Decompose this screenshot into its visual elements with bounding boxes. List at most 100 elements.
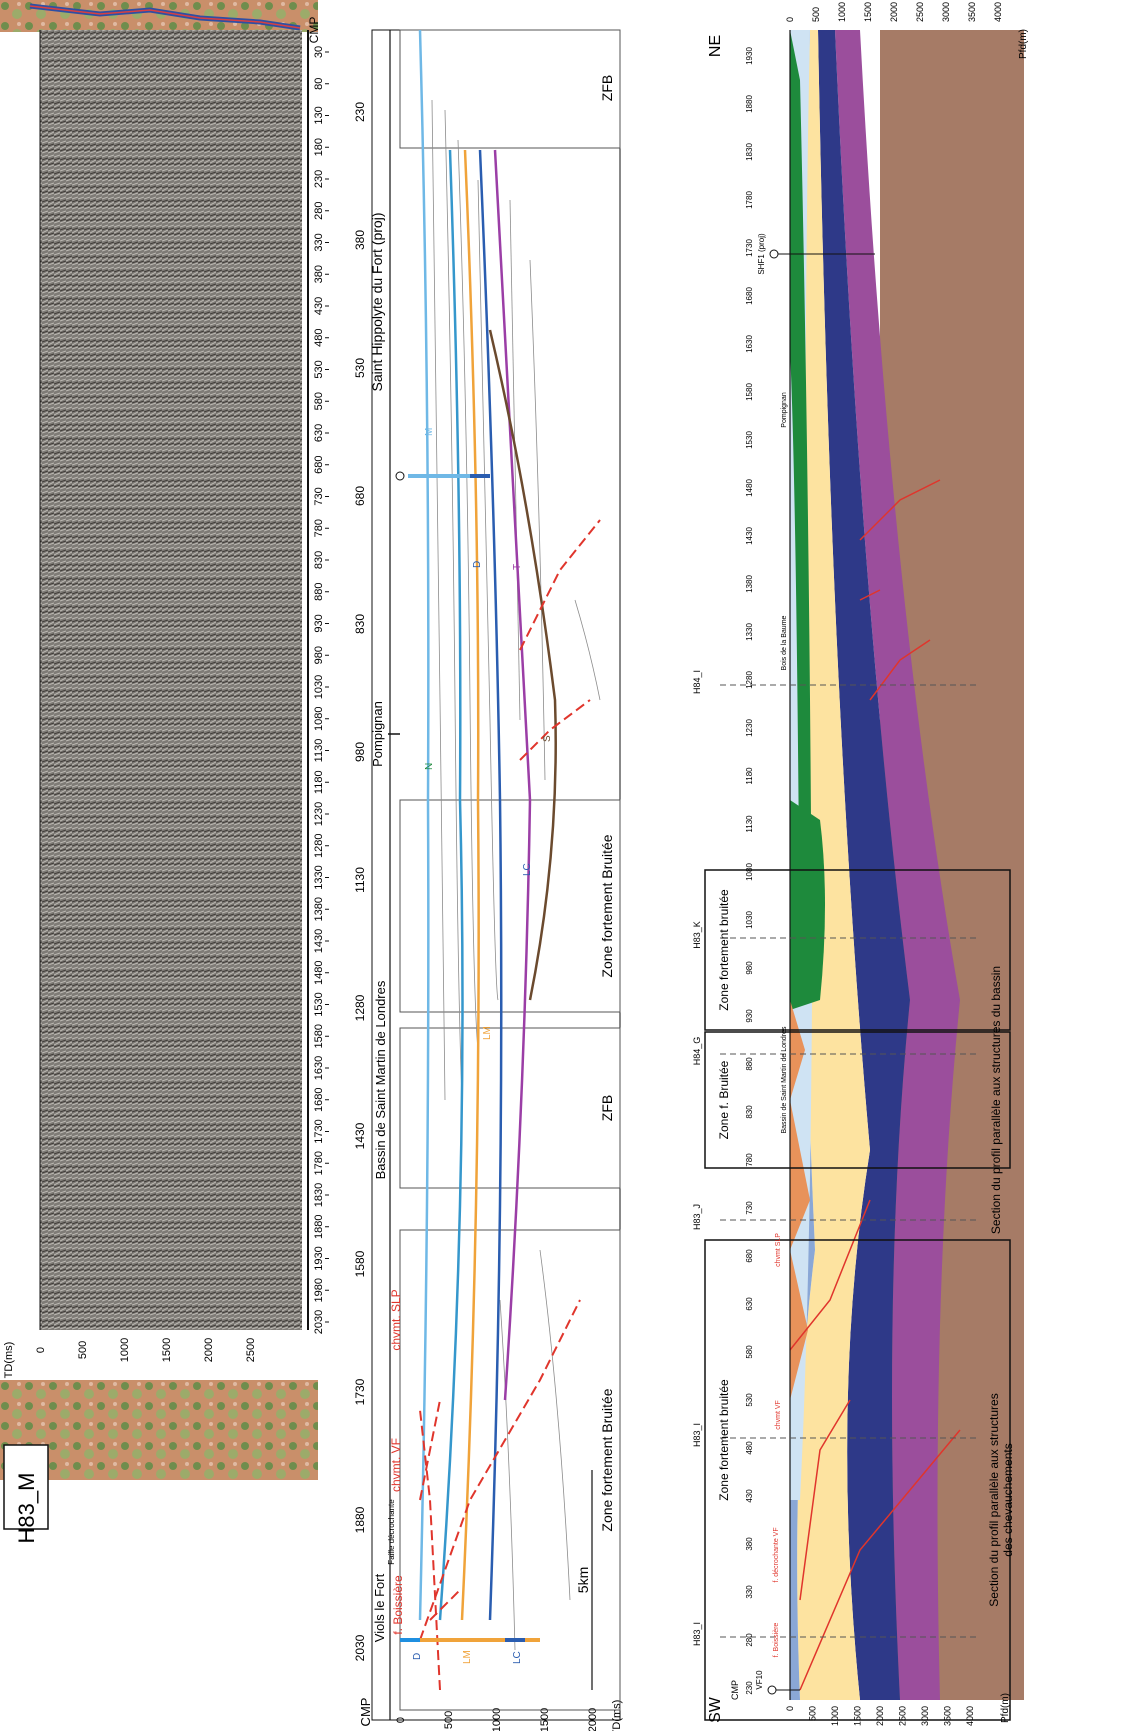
tick-label: 1130 — [313, 739, 325, 763]
well-vf10-marker — [767, 1685, 777, 1695]
tick-label: 1880 — [745, 95, 754, 113]
horizon-LM — [438, 149, 464, 1621]
tick-label: 1500 — [161, 1338, 173, 1362]
tick-label: 1880 — [353, 1506, 367, 1533]
label-vf: chvmt VF — [775, 1400, 782, 1430]
tick-label: 530 — [745, 1393, 754, 1407]
tick-label: 1630 — [745, 335, 754, 353]
tick-label: 780 — [313, 519, 325, 537]
tick-label: 0 — [395, 1717, 407, 1723]
top-axis-label: Pfd(m) — [1018, 29, 1029, 59]
caption-chev-2: des chevauchements — [1001, 1443, 1015, 1556]
label-bassin: Bassin de Saint Martin de Londres — [781, 1026, 788, 1134]
profile-label: H83_I — [692, 1622, 702, 1646]
zone-box-bruitee-sw — [399, 1229, 621, 1711]
tick-label: 2500 — [915, 2, 925, 22]
label-slp: chvmt SLP — [775, 1233, 782, 1267]
tick-label: 1030 — [745, 911, 754, 929]
location-map-inset — [0, 0, 318, 32]
td-axis-label: TD(ms) — [611, 1700, 623, 1731]
tick-label: 1530 — [745, 431, 754, 449]
tick-label: 1580 — [353, 1250, 367, 1277]
layer-orange — [790, 1000, 810, 1400]
tick-label: 380 — [745, 1537, 754, 1551]
tick-label: 1680 — [313, 1088, 325, 1112]
tick-label: 1000 — [491, 1708, 503, 1731]
panel-c-depth-section: 1930188018301780173016801630158015301480… — [692, 2, 1029, 1726]
seismic-image — [40, 30, 302, 1330]
tick-label: 380 — [353, 230, 367, 250]
tick-label: 1330 — [313, 865, 325, 889]
tick-label: 2000 — [875, 1706, 885, 1726]
tick-label: 1730 — [745, 239, 754, 257]
zone-fb1-label: Zone fortement bruitée — [717, 1379, 731, 1501]
orientation-sw: SW — [707, 1696, 724, 1723]
label-pompignan: Pompignan — [781, 392, 788, 428]
panel-a-seismic: H83_M CMP 308013018023028033038043048053… — [0, 0, 329, 1543]
horizon-D — [478, 149, 503, 1621]
cmp-tick-labels: 1930188018301780173016801630158015301480… — [745, 47, 754, 1695]
zone-box-zfb-ne — [399, 29, 621, 149]
tick-label: 3000 — [920, 1706, 930, 1726]
svg-text:T: T — [512, 564, 523, 570]
tick-label: 1830 — [313, 1183, 325, 1207]
label-bois: Bois de la Baume — [781, 615, 788, 670]
horizon-M — [418, 29, 430, 1621]
tick-label: 880 — [313, 583, 325, 601]
tick-label: 980 — [745, 961, 754, 975]
tick-label: 500 — [443, 1711, 455, 1729]
cmp-tick-labels: 2303805306808309801130128014301580173018… — [353, 102, 367, 1662]
tick-label: 1680 — [745, 287, 754, 305]
layer-T — [835, 30, 960, 1700]
cmp-axis-label: CMP — [307, 17, 321, 44]
tick-label: 2500 — [898, 1706, 908, 1726]
svg-text:D: D — [472, 561, 483, 568]
tick-label: 2500 — [245, 1338, 257, 1362]
tick-label: 680 — [313, 456, 325, 474]
tick-label: 500 — [808, 1706, 818, 1721]
tick-label: 1180 — [313, 770, 325, 794]
tick-label: 230 — [313, 170, 325, 188]
tick-label: 830 — [745, 1105, 754, 1119]
tick-label: 480 — [313, 329, 325, 347]
tick-label: 330 — [745, 1585, 754, 1599]
tick-label: 2000 — [889, 2, 899, 22]
profile-label: H83_J — [692, 1204, 702, 1230]
tick-label: 1880 — [313, 1215, 325, 1239]
tick-label: 1780 — [745, 191, 754, 209]
caption-chev-1: Section du profil parallèle aux structur… — [987, 1393, 1001, 1606]
fault-decrochante: Faille décrochante — [387, 1499, 396, 1565]
td-axis-label: TD(ms) — [3, 1342, 15, 1379]
place-bassin: Bassin de Saint Martin de Londres — [373, 980, 388, 1179]
horizon-LC — [460, 149, 480, 1621]
cmp-axis-label: CMP — [730, 1680, 740, 1700]
tick-label: 580 — [745, 1345, 754, 1359]
zone-zfb-mid: ZFB — [599, 1095, 615, 1121]
caption-bassin: Section du profil parallèle aux structur… — [989, 966, 1003, 1234]
tick-label: 830 — [313, 551, 325, 569]
tick-label: 1480 — [745, 479, 754, 497]
zone-zfb-ne: ZFB — [599, 75, 615, 101]
svg-text:N: N — [424, 763, 435, 770]
fault-boissiere: f. Boissière — [391, 1575, 405, 1635]
tick-label: 130 — [313, 106, 325, 124]
tick-label: 880 — [745, 1057, 754, 1071]
zone-bruitee-mid: Zone fortement Bruitée — [599, 834, 615, 977]
tick-label: 3000 — [941, 2, 951, 22]
tick-label: 1500 — [539, 1708, 551, 1731]
tick-label: 1580 — [745, 383, 754, 401]
location-map — [0, 1380, 318, 1480]
tick-label: 1380 — [313, 897, 325, 921]
tick-label: 1780 — [313, 1151, 325, 1175]
tick-label: 2000 — [203, 1338, 215, 1362]
tick-label: 230 — [745, 1681, 754, 1695]
tick-label: 1000 — [830, 1706, 840, 1726]
profile-label: H84_I — [692, 670, 702, 694]
tick-label: 1580 — [313, 1024, 325, 1048]
cmp-tick-labels: 3080130180230280330380430480530580630680… — [313, 46, 329, 1334]
tick-label: 1330 — [745, 623, 754, 641]
